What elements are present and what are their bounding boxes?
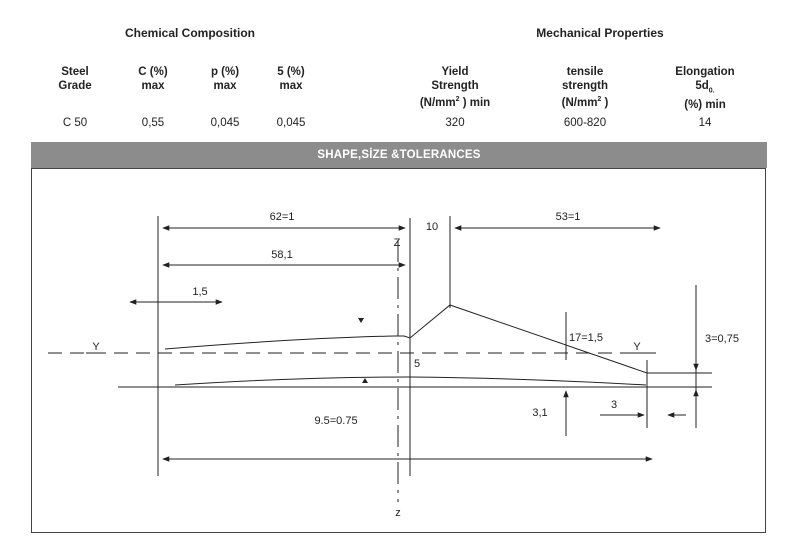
value-tensile-strength: 600-820 [563,117,607,129]
label-62: 62=1 [270,211,295,223]
value-carbon: 0,55 [141,117,165,129]
axis-label-y-left: Y [92,341,100,353]
header-elongation: Elongation 5d0. (%) min [675,66,735,112]
label-58: 58,1 [271,249,292,261]
value-sulfur: 0,045 [276,117,306,129]
lower-profile [174,376,647,386]
axis-label-z-bottom: z [395,507,401,519]
value-yield-strength: 320 [445,117,465,129]
mechanical-properties-title: Mechanical Properties [536,26,664,40]
header-phosphorus: p (%)max [210,66,240,92]
label-10: 10 [426,221,438,233]
marker-triangle-up [362,378,368,383]
header-carbon: C (%)max [138,66,168,92]
header-sulfur: 5 (%)max [277,66,305,92]
drawing-frame [31,168,766,533]
label-5: 5 [414,358,420,370]
value-steel-grade: C 50 [62,117,88,129]
value-phosphorus: 0,045 [210,117,240,129]
label-1-5: 1,5 [192,286,207,298]
chemical-composition-title: Chemical Composition [124,26,255,40]
axis-label-z-top: Z [394,237,401,249]
label-3-075: 3=0,75 [705,333,739,345]
label-17: 17=1,5 [569,332,603,344]
upper-profile [164,304,712,374]
label-9-5: 9.5=0.75 [314,415,357,427]
axis-label-y-right: Y [633,341,641,353]
label-53: 53=1 [556,211,581,223]
value-elongation: 14 [698,117,712,129]
marker-triangle-down [358,318,364,323]
header-yield-strength: Yield Strength (N/mm2 ) min [419,66,491,109]
header-tensile-strength: tensile strength (N/mm2 ) [561,66,609,109]
shape-size-tolerances-banner: SHAPE,SİZE &TOLERANCES [31,142,767,168]
label-3-1: 3,1 [532,407,547,419]
label-3: 3 [611,399,617,411]
